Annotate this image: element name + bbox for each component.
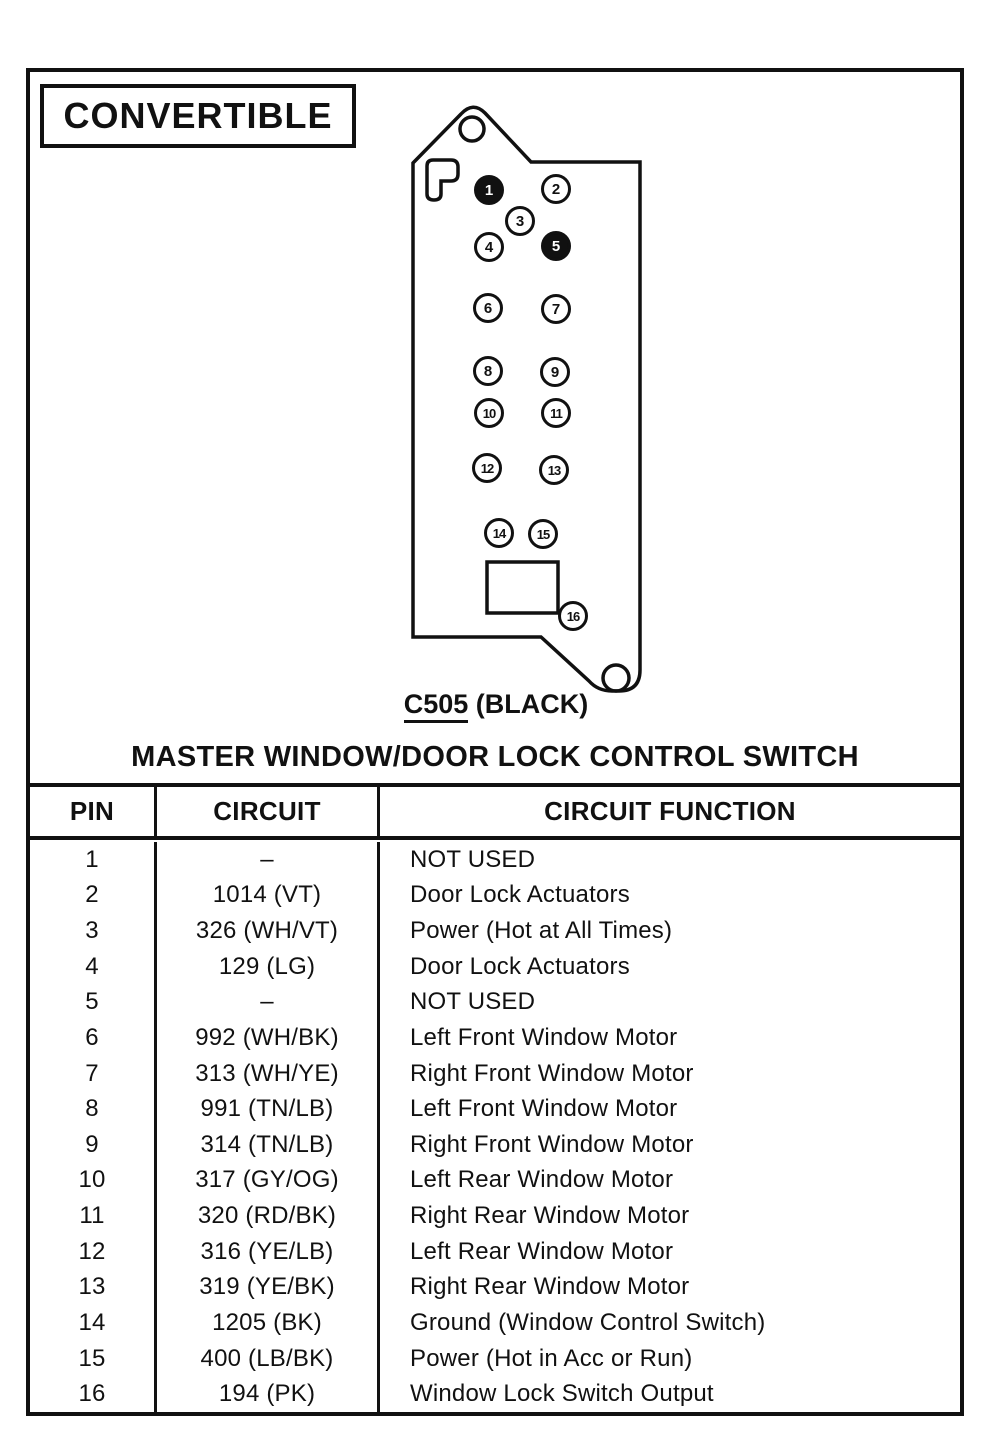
function-cell: Right Rear Window Motor bbox=[410, 1273, 690, 1301]
mounting-hole-bottom bbox=[601, 663, 631, 693]
circuit-cell: 317 (GY/OG) bbox=[157, 1162, 380, 1199]
pin-cell: 8 bbox=[30, 1091, 157, 1127]
pin-13: 13 bbox=[539, 455, 569, 485]
table-row: 1– NOT USED bbox=[30, 842, 960, 878]
pin-cell: 9 bbox=[30, 1127, 157, 1163]
function-cell: Left Rear Window Motor bbox=[410, 1166, 674, 1194]
pin-cell: 13 bbox=[30, 1269, 157, 1306]
function-cell: Left Front Window Motor bbox=[410, 1023, 678, 1051]
pin-12: 12 bbox=[472, 453, 502, 483]
function-cell: Left Front Window Motor bbox=[410, 1095, 678, 1123]
pin-cell: 15 bbox=[30, 1340, 157, 1377]
function-cell: NOT USED bbox=[410, 845, 536, 873]
pin-6: 6 bbox=[473, 293, 503, 323]
function-cell: Power (Hot in Acc or Run) bbox=[410, 1344, 693, 1372]
connector-diagram bbox=[411, 105, 642, 693]
function-cell: Door Lock Actuators bbox=[410, 881, 630, 909]
pin-7: 7 bbox=[541, 294, 571, 324]
pin-9: 9 bbox=[540, 357, 570, 387]
pin-cell: 4 bbox=[30, 948, 157, 985]
circuit-cell: 400 (LB/BK) bbox=[157, 1340, 380, 1377]
circuit-cell: 313 (WH/YE) bbox=[157, 1055, 380, 1092]
variant-label: CONVERTIBLE bbox=[63, 95, 333, 136]
pin-2: 2 bbox=[541, 174, 571, 204]
function-cell: Ground (Window Control Switch) bbox=[410, 1308, 766, 1336]
header-circuit: CIRCUIT bbox=[157, 787, 380, 836]
connector-caption: C505 (BLACK) bbox=[0, 689, 992, 723]
pin-cell: 12 bbox=[30, 1233, 157, 1270]
pin-cell: 10 bbox=[30, 1162, 157, 1199]
function-cell: Right Rear Window Motor bbox=[410, 1202, 690, 1230]
pin-3: 3 bbox=[505, 206, 535, 236]
table-row: 5– NOT USED bbox=[30, 984, 960, 1021]
variant-label-box: CONVERTIBLE bbox=[40, 84, 356, 148]
pin-cell: 5 bbox=[30, 984, 157, 1021]
connector-outline bbox=[411, 105, 642, 693]
pin-1: 1 bbox=[474, 175, 504, 205]
pin-5: 5 bbox=[541, 231, 571, 261]
pin-table-header: PIN CIRCUIT CIRCUIT FUNCTION bbox=[30, 787, 960, 840]
function-cell: Window Lock Switch Output bbox=[410, 1380, 714, 1408]
pin-8: 8 bbox=[473, 356, 503, 386]
pin-15: 15 bbox=[528, 519, 558, 549]
function-cell: Right Front Window Motor bbox=[410, 1059, 694, 1087]
connector-center-slot bbox=[485, 560, 560, 615]
page-title: MASTER WINDOW/DOOR LOCK CONTROL SWITCH bbox=[131, 741, 859, 773]
pin-cell: 6 bbox=[30, 1020, 157, 1056]
function-cell: NOT USED bbox=[410, 988, 536, 1016]
header-pin: PIN bbox=[30, 787, 157, 836]
circuit-cell: – bbox=[157, 984, 380, 1021]
function-cell: Door Lock Actuators bbox=[410, 952, 630, 980]
circuit-cell: – bbox=[157, 842, 380, 878]
circuit-cell: 129 (LG) bbox=[157, 948, 380, 985]
pin-cell: 3 bbox=[30, 913, 157, 949]
pin-16: 16 bbox=[558, 601, 588, 631]
connector-code: C505 bbox=[403, 689, 469, 723]
circuit-cell: 194 (PK) bbox=[157, 1376, 380, 1412]
pin-14: 14 bbox=[484, 518, 514, 548]
connector-color: (BLACK) bbox=[468, 689, 589, 719]
circuit-cell: 316 (YE/LB) bbox=[157, 1233, 380, 1270]
pin-cell: 11 bbox=[30, 1198, 157, 1234]
header-function: CIRCUIT FUNCTION bbox=[544, 796, 796, 826]
pin-11: 11 bbox=[541, 398, 571, 428]
pin-cell: 14 bbox=[30, 1305, 157, 1341]
circuit-cell: 314 (TN/LB) bbox=[157, 1127, 380, 1163]
circuit-cell: 320 (RD/BK) bbox=[157, 1198, 380, 1234]
function-cell: Left Rear Window Motor bbox=[410, 1237, 674, 1265]
circuit-cell: 992 (WH/BK) bbox=[157, 1020, 380, 1056]
circuit-cell: 991 (TN/LB) bbox=[157, 1091, 380, 1127]
key-slot bbox=[425, 158, 460, 202]
pin-cell: 1 bbox=[30, 842, 157, 878]
function-cell: Power (Hot at All Times) bbox=[410, 917, 673, 945]
circuit-cell: 326 (WH/VT) bbox=[157, 913, 380, 949]
pin-cell: 16 bbox=[30, 1376, 157, 1412]
pin-cell: 2 bbox=[30, 877, 157, 914]
mounting-hole-top bbox=[458, 115, 486, 143]
pin-cell: 7 bbox=[30, 1055, 157, 1092]
circuit-cell: 319 (YE/BK) bbox=[157, 1269, 380, 1306]
pin-4: 4 bbox=[474, 232, 504, 262]
pin-10: 10 bbox=[474, 398, 504, 428]
circuit-cell: 1205 (BK) bbox=[157, 1305, 380, 1341]
function-cell: Right Front Window Motor bbox=[410, 1130, 694, 1158]
circuit-cell: 1014 (VT) bbox=[157, 877, 380, 914]
